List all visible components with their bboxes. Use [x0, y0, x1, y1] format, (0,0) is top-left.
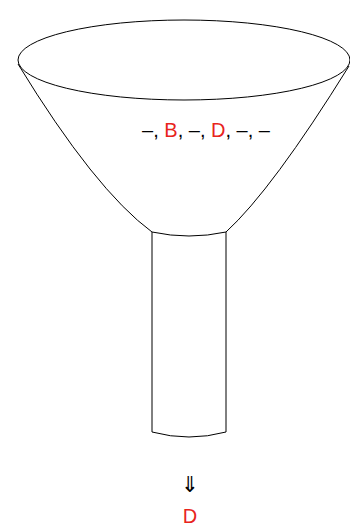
funnel-text: –, — [142, 119, 164, 141]
funnel-tube — [152, 232, 226, 437]
label-row: –, B, –, D, –, – — [142, 118, 270, 142]
arrow-symbol: ⇓ — [181, 472, 199, 498]
funnel-rim — [18, 20, 350, 100]
funnel-text: , –, — [178, 119, 211, 141]
funnel-letter: B — [164, 119, 177, 141]
output-letter: D — [183, 504, 197, 528]
funnel-text: , –, – — [225, 119, 269, 141]
funnel-side — [226, 66, 349, 232]
funnel-side — [18, 64, 152, 232]
funnel-neck — [152, 232, 226, 236]
funnel-letter: D — [211, 119, 225, 141]
